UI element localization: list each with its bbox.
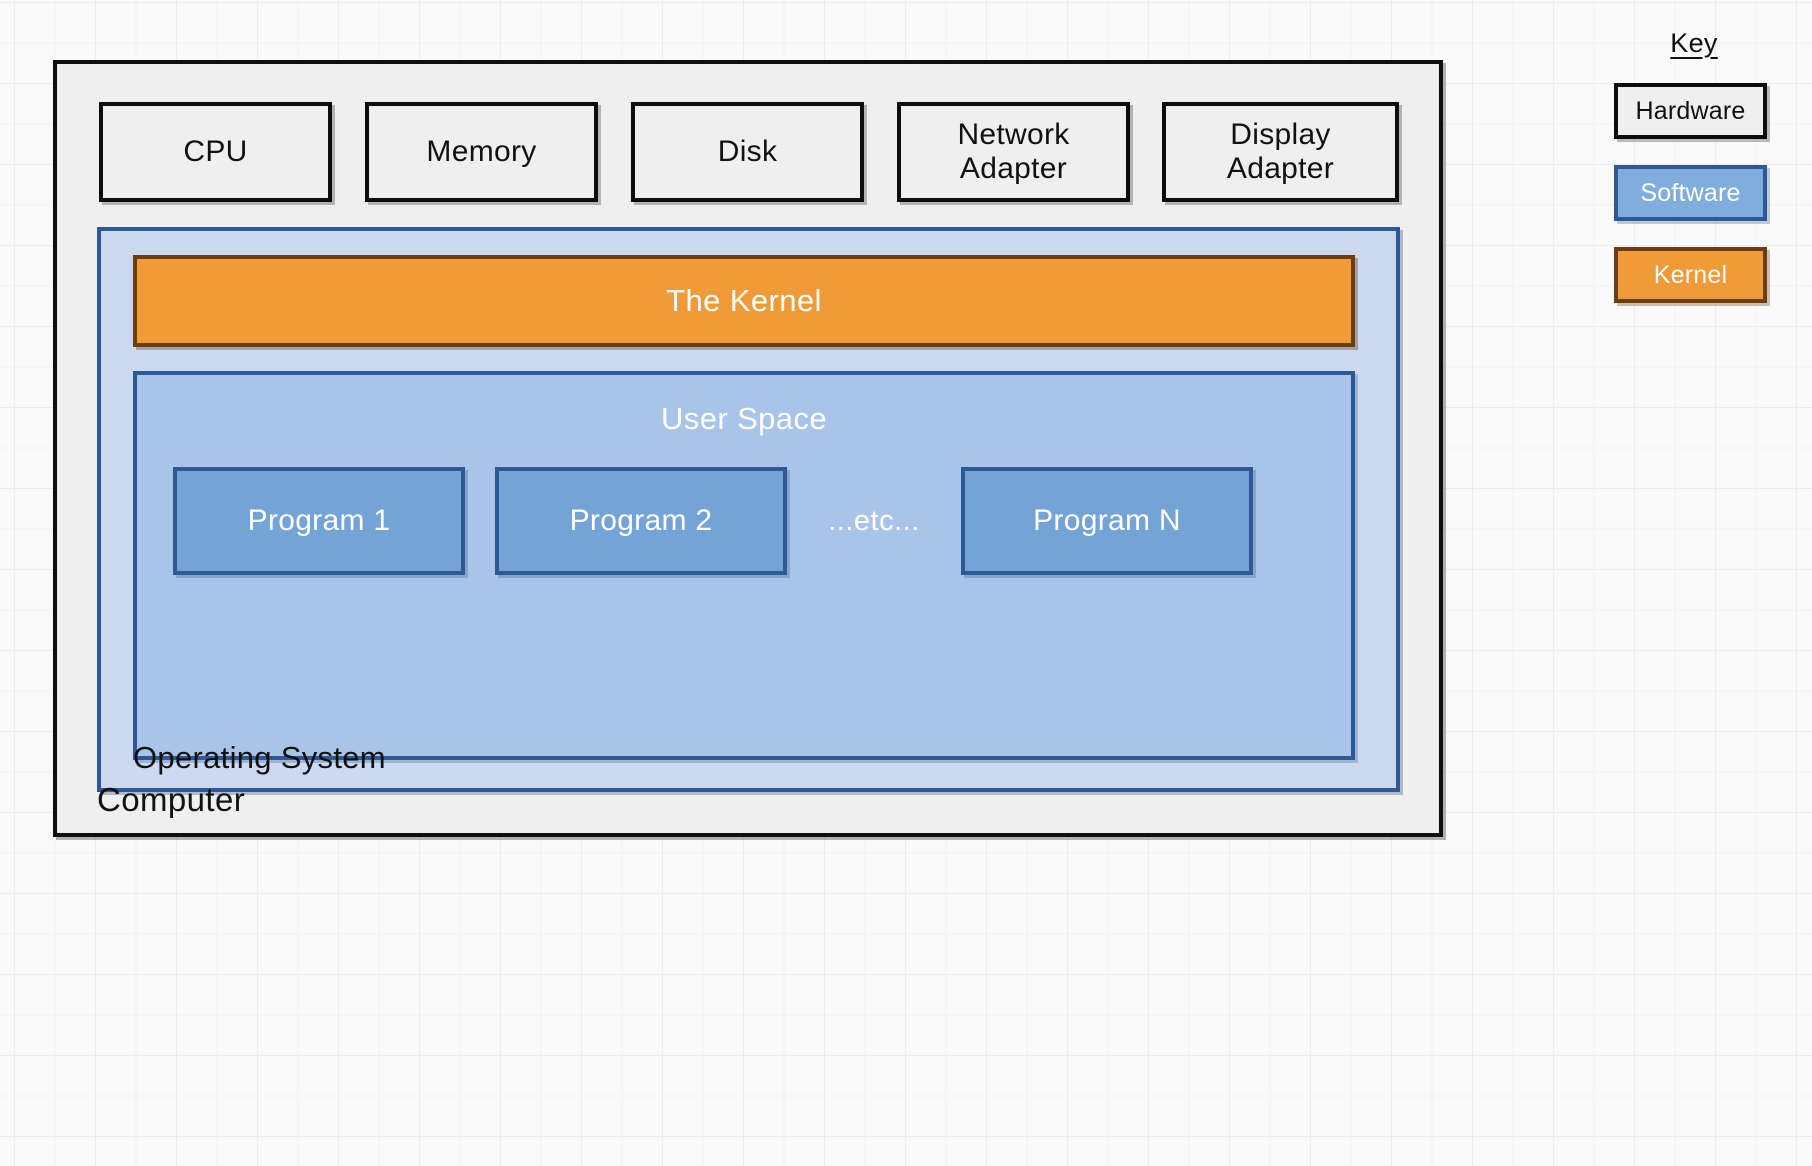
program-label: Program 1 [247,504,391,537]
hardware-label-stack: Display Adapter [1227,118,1334,187]
kernel-label: The Kernel [666,283,822,318]
key-item-label: Kernel [1653,260,1728,289]
program-label: Program 2 [569,504,713,537]
hardware-box-cpu[interactable]: CPU [99,102,332,202]
user-space-container: User Space Program 1 Program 2 ...etc...… [133,371,1355,760]
hardware-box-network-adapter[interactable]: Network Adapter [897,102,1130,202]
computer-label: Computer [97,781,246,818]
key-title: Key [1670,28,1718,58]
computer-container: CPU Memory Disk Network Adapter Display … [53,60,1443,837]
key-item-label: Software [1640,178,1741,207]
operating-system-label: Operating System [133,740,386,775]
hardware-label-line: Memory [426,134,537,168]
kernel-box[interactable]: The Kernel [133,255,1355,347]
hardware-label-line: Network [957,117,1070,151]
program-box-2[interactable]: Program 2 [495,467,787,575]
key-item-software: Software [1614,165,1767,221]
program-box-1[interactable]: Program 1 [173,467,465,575]
hardware-box-disk[interactable]: Disk [631,102,864,202]
hardware-label-line: Display [1230,117,1331,151]
hardware-label-line: Adapter [959,152,1068,185]
hardware-label-line: Adapter [1226,152,1335,185]
user-space-label: User Space [661,401,827,436]
key-item-label: Hardware [1635,96,1746,125]
operating-system-container: The Kernel User Space Program 1 Program … [97,227,1400,792]
hardware-label-line: Disk [717,134,778,168]
hardware-row: CPU Memory Disk Network Adapter Display … [99,102,1399,202]
hardware-box-memory[interactable]: Memory [365,102,598,202]
key-item-hardware: Hardware [1614,83,1767,139]
key-item-kernel: Kernel [1614,247,1767,303]
hardware-label-stack: Network Adapter [957,118,1069,187]
hardware-label-line: CPU [183,134,248,168]
key-legend: Key Hardware Software Kernel [1614,28,1774,329]
hardware-box-display-adapter[interactable]: Display Adapter [1162,102,1399,202]
program-label: Program N [1033,504,1181,537]
program-box-n[interactable]: Program N [961,467,1253,575]
programs-ellipsis-label: ...etc... [828,504,920,537]
